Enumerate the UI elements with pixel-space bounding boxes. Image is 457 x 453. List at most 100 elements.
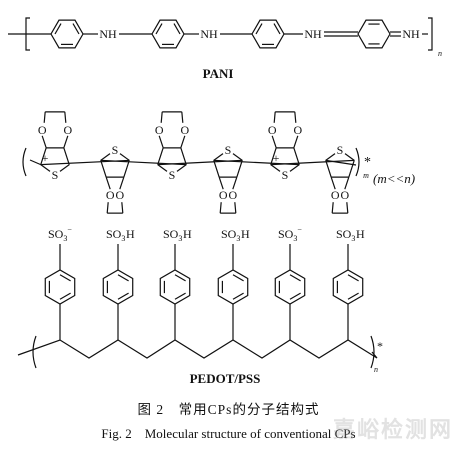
left-paren — [32, 335, 37, 369]
bond — [63, 135, 69, 149]
ring-bond — [236, 160, 243, 178]
positive-charge: + — [273, 151, 280, 165]
double-bond — [59, 292, 71, 300]
benzene-ring — [151, 19, 185, 49]
benzene-ring — [50, 19, 84, 49]
bond — [121, 202, 124, 214]
double-bond — [174, 274, 186, 282]
chain-bond — [270, 159, 355, 166]
bond — [331, 202, 334, 214]
ring-bond — [100, 160, 107, 178]
ring-bond — [270, 147, 277, 165]
ring-bond — [293, 147, 300, 165]
bond — [218, 176, 224, 190]
ring-bond — [344, 153, 355, 161]
oxygen-label: O — [340, 188, 349, 202]
double-bond — [273, 23, 281, 35]
right-paren — [370, 335, 375, 369]
benzene-ring — [357, 19, 391, 49]
sulfur-label: S — [337, 143, 344, 157]
sulfur-label: S — [52, 168, 59, 182]
ring-bond — [176, 164, 187, 172]
benzene-ring — [251, 19, 285, 49]
ring-bond — [63, 147, 70, 165]
sulfonic-acid-label: SO3 — [106, 227, 125, 243]
pss-subscript: n — [374, 365, 378, 374]
sulfur-label: S — [282, 168, 289, 182]
ring-bond — [100, 153, 111, 161]
bond — [105, 176, 111, 190]
oxygen-label: O — [155, 123, 164, 137]
watermark-logo: 嘉峪检测网 — [332, 418, 453, 443]
oxygen-label: O — [228, 188, 237, 202]
ring-bond — [325, 153, 336, 161]
double-bond — [289, 292, 301, 300]
double-bond — [347, 292, 359, 300]
double-bond — [347, 274, 359, 282]
double-bond — [155, 23, 163, 35]
right-paren — [355, 147, 360, 177]
sulfur-label: S — [169, 168, 176, 182]
caption-english: Fig. 2 Molecular structure of convention… — [101, 426, 356, 441]
ring-bond — [289, 164, 300, 172]
double-bond — [232, 274, 244, 282]
caption-chinese: 图 2 常用CPs的分子结构式 — [137, 402, 320, 417]
double-bond — [173, 23, 181, 35]
bond — [64, 111, 67, 123]
chain-bond — [325, 159, 357, 166]
oxygen-label: O — [180, 123, 189, 137]
double-bond — [117, 274, 129, 282]
ring-bond — [119, 153, 130, 161]
hydrogen-label: H — [241, 227, 250, 241]
bond — [294, 111, 297, 123]
ring-bond — [40, 147, 47, 165]
ring-bond — [157, 164, 168, 172]
sulfonic-acid-label: SO3 — [336, 227, 355, 243]
pedot-subscript: m — [363, 171, 369, 180]
bond — [330, 176, 336, 190]
double-bond — [72, 23, 80, 35]
bond — [273, 111, 276, 123]
ring-bond — [180, 147, 187, 165]
nh-label: NH — [402, 27, 420, 41]
sulfonic-acid-label: SO3 — [221, 227, 240, 243]
ring-bond — [213, 160, 220, 178]
bond — [160, 111, 163, 123]
pani-subscript: n — [438, 49, 442, 58]
pedot-end-star: * — [364, 155, 371, 170]
hydrogen-label: H — [356, 227, 365, 241]
chain-bond — [29, 159, 41, 166]
pss-end-star: * — [377, 339, 383, 353]
double-bond — [59, 274, 71, 282]
oxygen-label: O — [106, 188, 115, 202]
pedot-condition: (m<<n) — [373, 171, 415, 186]
sulfonate-label: SO3− — [278, 225, 302, 243]
right-bracket — [428, 17, 433, 51]
ring-bond — [59, 164, 70, 172]
double-bond — [174, 292, 186, 300]
oxygen-label: O — [115, 188, 124, 202]
bond — [234, 202, 237, 214]
nh-label: NH — [200, 27, 218, 41]
bond — [346, 202, 349, 214]
pani-label: PANI — [203, 66, 234, 81]
ring-bond — [123, 160, 130, 178]
bond — [158, 135, 164, 149]
bond — [181, 111, 184, 123]
oxygen-label: O — [293, 123, 302, 137]
positive-charge: + — [42, 151, 49, 165]
ring-bond — [40, 164, 51, 172]
bond — [344, 176, 350, 190]
bond — [119, 176, 125, 190]
nh-label: NH — [99, 27, 117, 41]
double-bond — [117, 292, 129, 300]
oxygen-label: O — [268, 123, 277, 137]
double-bond — [255, 23, 263, 35]
ring-bond — [213, 153, 224, 161]
oxygen-label: O — [38, 123, 47, 137]
oxygen-label: O — [63, 123, 72, 137]
